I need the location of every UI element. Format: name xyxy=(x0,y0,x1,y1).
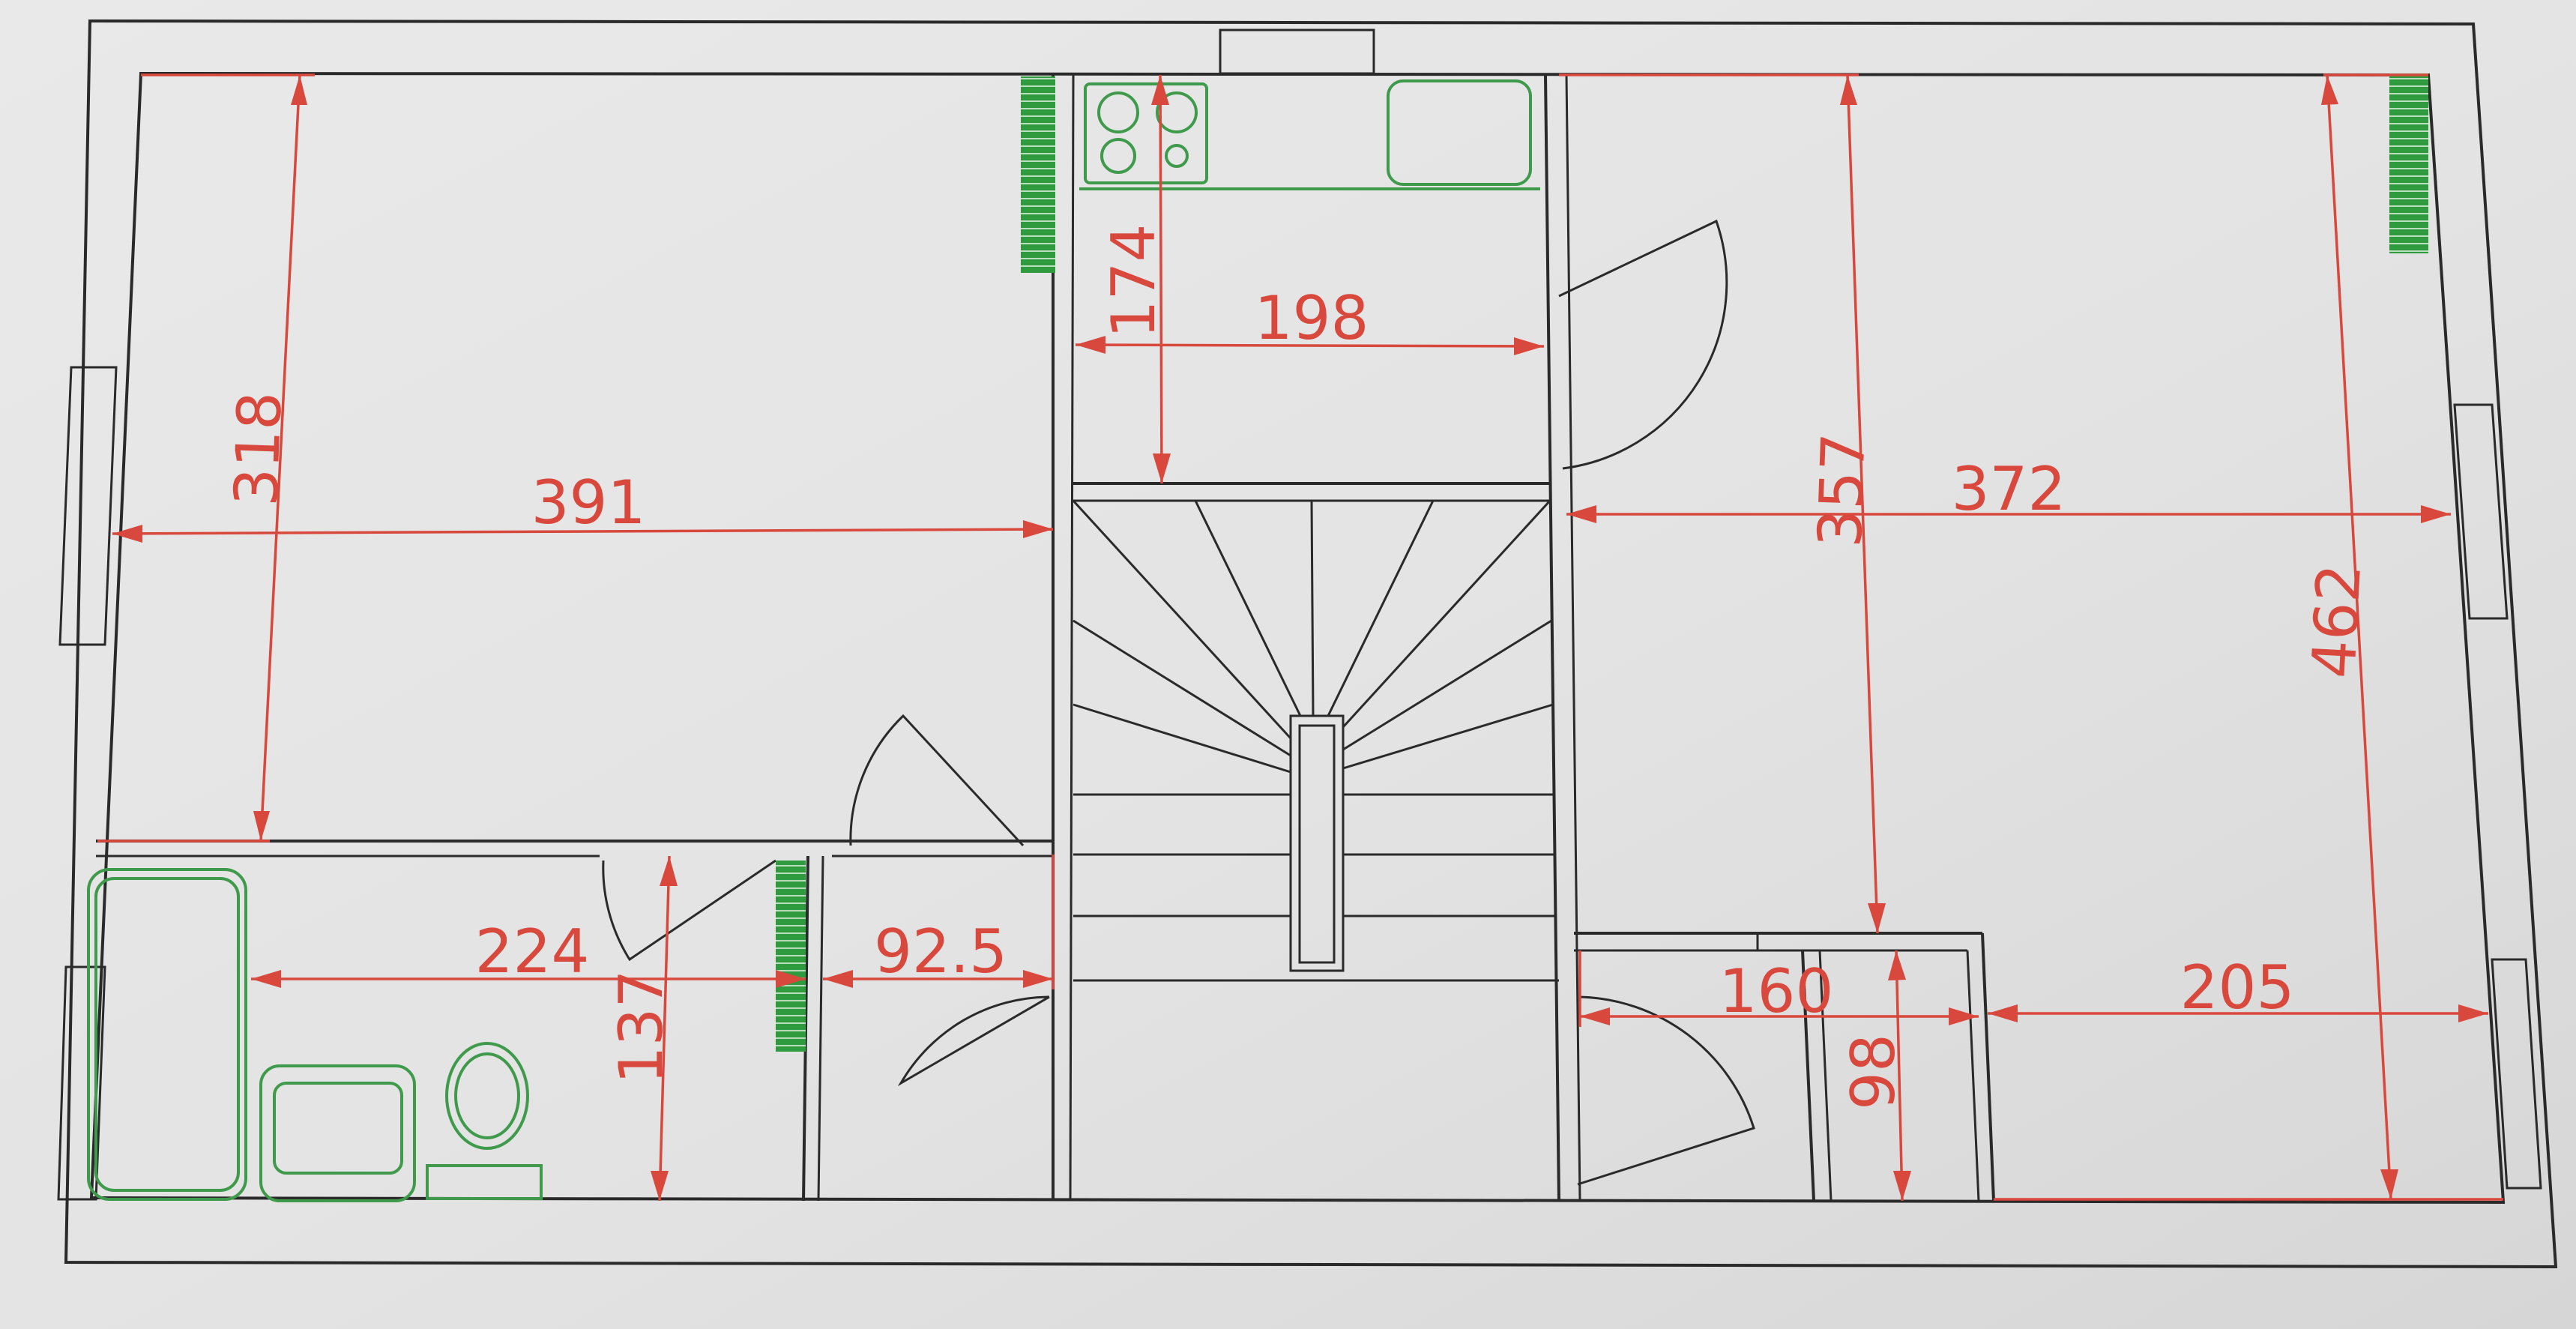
stair-tread xyxy=(1342,499,1551,729)
label-right-room-depth: 357 xyxy=(1805,432,1878,549)
top-window xyxy=(1219,28,1375,75)
label-closet-height: 98 xyxy=(1839,1034,1908,1110)
stove-burner xyxy=(1097,91,1139,133)
doors xyxy=(602,219,1755,1186)
dim-left-room-width xyxy=(112,520,1054,543)
outer-wall-outline xyxy=(64,19,2558,1269)
radiator-kitchen xyxy=(1021,76,1055,273)
stair-tread xyxy=(1073,619,1291,757)
toilet-tank xyxy=(426,1164,543,1200)
door-right-room xyxy=(1558,219,1728,470)
label-kitchen-depth: 174 xyxy=(1099,224,1168,339)
stair-wall-right xyxy=(1544,74,1560,1202)
dim-kitchen-depth xyxy=(1151,74,1171,484)
dim-right-room-depth xyxy=(1559,73,1886,934)
stair-tread xyxy=(1342,619,1552,751)
dim-right-lower-width xyxy=(1988,1004,2488,1022)
left-window-lower xyxy=(57,965,106,1201)
stair-tread xyxy=(1342,703,1554,770)
radiator-right-room xyxy=(2389,73,2428,253)
dim-closet-height xyxy=(1888,950,1911,1202)
door-bathroom xyxy=(602,859,776,962)
dim-closet-width xyxy=(1578,950,1979,1027)
label-closet-width: 160 xyxy=(1719,956,1834,1026)
dimension-lines xyxy=(97,73,2503,1202)
stair-tread xyxy=(1073,703,1291,774)
stove xyxy=(1084,82,1208,184)
stair-wall-left-inner xyxy=(1069,74,1075,1202)
door-closet xyxy=(1577,995,1755,1186)
dim-wc-width xyxy=(823,855,1055,989)
dim-right-total-height xyxy=(1994,73,2503,1201)
right-window-lower xyxy=(2491,958,2542,1190)
stove-burner xyxy=(1156,91,1198,133)
stove-burner xyxy=(1165,144,1189,168)
left-window-upper xyxy=(58,366,118,646)
dim-bathroom-width xyxy=(251,970,806,988)
stair-newel xyxy=(1289,714,1345,972)
label-right-lower-width: 205 xyxy=(2180,953,2295,1022)
closet-divider xyxy=(1801,950,1815,1202)
closet-wall-right xyxy=(1981,932,1995,1202)
dim-left-room-height xyxy=(97,73,315,843)
stair-wall-right-inner xyxy=(1565,74,1581,1202)
dimension-labels: 318 391 174 198 357 372 462 224 137 92.5… xyxy=(221,224,2374,1110)
radiator-bathroom xyxy=(776,861,806,1052)
bath-sink xyxy=(259,1064,416,1202)
bathtub-inner xyxy=(94,877,240,1192)
door-left-room xyxy=(849,714,1025,847)
label-right-room-width: 372 xyxy=(1952,454,2066,524)
stair-newel-inner xyxy=(1298,724,1336,964)
bath-sink-basin xyxy=(273,1082,403,1175)
stair-tread xyxy=(1327,500,1435,717)
stove-burner xyxy=(1100,138,1136,174)
toilet-bowl xyxy=(454,1052,520,1139)
label-left-room-width: 391 xyxy=(531,468,646,537)
label-left-room-height: 318 xyxy=(221,391,295,507)
label-bathroom-width: 224 xyxy=(475,917,590,986)
fixtures xyxy=(87,79,1540,1202)
dim-right-room-width xyxy=(1566,505,2451,523)
label-wc-width: 92.5 xyxy=(874,917,1007,986)
stair-tread xyxy=(1310,500,1315,717)
toilet xyxy=(445,1042,529,1150)
stair-tread xyxy=(1194,500,1302,717)
staircase xyxy=(1072,499,1559,982)
label-right-total-height: 462 xyxy=(2299,562,2374,680)
label-bathroom-height: 137 xyxy=(606,970,676,1085)
label-kitchen-width: 198 xyxy=(1255,283,1369,353)
kitchen-sink xyxy=(1387,79,1532,186)
closet-divider-inner xyxy=(1818,950,1833,1202)
closet-wall-right-inner xyxy=(1966,950,1980,1202)
dim-bathroom-height xyxy=(651,855,678,1202)
interior-walls xyxy=(96,74,1995,1202)
right-window-upper xyxy=(2453,403,2509,620)
stair-tread xyxy=(1072,499,1292,740)
dim-kitchen-width xyxy=(1075,336,1545,355)
door-wc xyxy=(897,995,1050,1087)
bathtub xyxy=(87,868,247,1201)
bath-wc-wall-inner xyxy=(817,855,824,1202)
radiators xyxy=(776,73,2428,1052)
